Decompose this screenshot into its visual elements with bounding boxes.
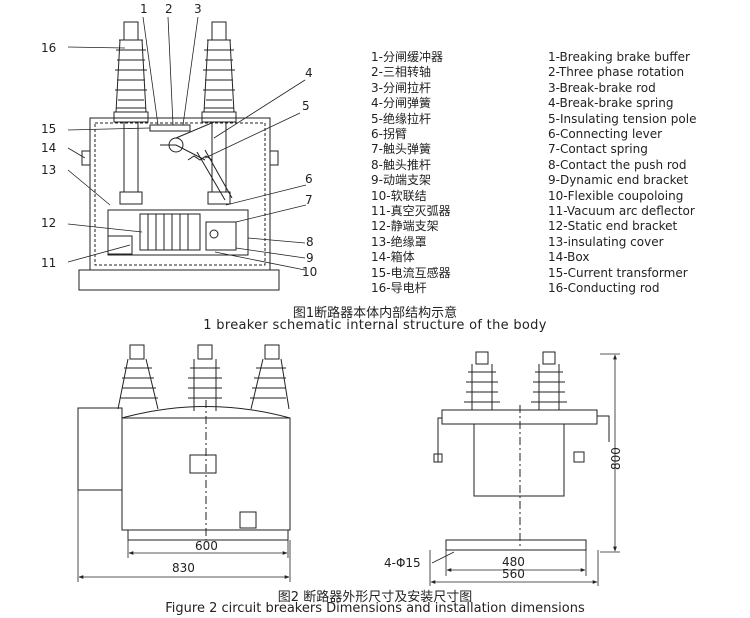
side-bushings xyxy=(464,351,567,410)
callout-5: 5 xyxy=(302,99,310,113)
legend-en-item-4: 4-Break-brake spring xyxy=(548,96,674,111)
callout-9: 9 xyxy=(306,251,314,265)
figure2-caption-cn: 图2 断路器外形尺寸及安装尺寸图 xyxy=(277,590,473,605)
front-body xyxy=(77,400,291,541)
legend-en-item-11: 11-Vacuum arc deflector xyxy=(548,204,695,219)
callout-13: 13 xyxy=(41,163,56,177)
callout-15: 15 xyxy=(41,122,56,136)
figure2-front-view xyxy=(77,344,291,582)
legend-en-item-3: 3-Break-brake rod xyxy=(548,80,656,95)
legend-cn-item-13: 13-绝缘罩 xyxy=(371,234,427,249)
figure2-side-view xyxy=(429,351,620,586)
callout-leaders xyxy=(67,16,307,271)
legend-en-item-8: 8-Contact the push rod xyxy=(548,157,687,172)
legend-en-item-1: 1-Breaking brake buffer xyxy=(548,50,690,64)
legend-cn-item-4: 4-分闸弹簧 xyxy=(371,96,431,111)
legend-en-item-10: 10-Flexible coupoloing xyxy=(548,188,684,203)
legend-en-item-14: 14-Box xyxy=(548,250,590,265)
legend-cn-item-12: 12-静端支架 xyxy=(371,219,439,234)
right-insulator xyxy=(201,21,237,205)
figure2-caption-en: Figure 2 circuit breakers Dimensions and… xyxy=(165,601,585,616)
side-dimensions xyxy=(429,353,620,586)
legend-cn-item-10: 10-软联结 xyxy=(371,188,427,203)
dimension-830: 830 xyxy=(172,561,195,575)
callout-4: 4 xyxy=(305,66,313,80)
legend-en-item-13: 13-insulating cover xyxy=(548,234,664,249)
left-insulator xyxy=(113,21,149,205)
legend-cn-item-9: 9-动端支架 xyxy=(371,173,431,188)
legend-en-item-9: 9-Dynamic end bracket xyxy=(548,173,689,188)
legend-en-item-5: 5-Insulating tension pole xyxy=(548,111,697,126)
legend-en-item-16: 16-Conducting rod xyxy=(548,281,660,296)
figure1-caption-cn: 图1断路器本体内部结构示意 xyxy=(292,306,458,321)
mechanism-top xyxy=(149,121,233,201)
callout-1: 1 xyxy=(140,2,148,16)
legend-cn-item-2: 2-三相转轴 xyxy=(371,65,431,80)
vacuum-interrupter xyxy=(107,209,249,256)
side-body xyxy=(433,405,610,551)
legend-en-item-7: 7-Contact spring xyxy=(548,142,648,157)
callout-10: 10 xyxy=(302,265,317,279)
dimension-600: 600 xyxy=(195,539,218,553)
dimension-800: 800 xyxy=(609,447,623,470)
callout-6: 6 xyxy=(305,172,313,186)
callout-14: 14 xyxy=(41,141,56,155)
legend-english: 1-Breaking brake buffer 2-Three phase ro… xyxy=(548,50,696,297)
callout-16: 16 xyxy=(41,41,56,55)
callout-8: 8 xyxy=(306,235,314,249)
legend-cn-item-6: 6-拐臂 xyxy=(371,127,407,142)
legend-chinese: 1-分闸缓冲器 2-三相转轴 3-分闸拉杆 4-分闸弹簧 5-绝缘拉杆 6-拐臂… xyxy=(371,50,451,297)
mounting-hole-label: 4-Φ15 xyxy=(384,556,421,570)
legend-en-item-15: 15-Current transformer xyxy=(548,265,688,280)
figure1-caption-en: 1 breaker schematic internal structure o… xyxy=(203,318,547,333)
legend-cn-item-3: 3-分闸拉杆 xyxy=(371,80,431,95)
callout-2: 2 xyxy=(165,2,173,16)
callout-3: 3 xyxy=(194,2,202,16)
legend-cn-item-1: 1-分闸缓冲器 xyxy=(371,50,443,64)
dimension-480: 480 xyxy=(502,555,525,569)
legend-cn-item-7: 7-触头弹簧 xyxy=(371,142,431,157)
legend-cn-item-8: 8-触头推杆 xyxy=(371,157,431,172)
legend-en-item-12: 12-Static end bracket xyxy=(548,219,678,234)
callout-7: 7 xyxy=(305,193,313,207)
front-dimensions xyxy=(77,490,291,582)
legend-en-item-6: 6-Connecting lever xyxy=(548,127,663,142)
dimension-560: 560 xyxy=(502,567,525,581)
legend-en-item-2: 2-Three phase rotation xyxy=(548,65,685,80)
legend-cn-item-15: 15-电流互感器 xyxy=(371,265,451,280)
legend-cn-item-16: 16-导电杆 xyxy=(371,281,427,296)
callout-numbers: 1 2 3 4 5 6 7 8 9 10 11 12 13 14 15 16 xyxy=(41,2,317,279)
callout-11: 11 xyxy=(41,256,56,270)
legend-cn-item-14: 14-箱体 xyxy=(371,250,415,265)
front-bushings xyxy=(117,344,290,411)
legend-cn-item-11: 11-真空灭弧器 xyxy=(371,204,451,219)
legend-cn-item-5: 5-绝缘拉杆 xyxy=(371,111,431,126)
figure1-internal-structure xyxy=(67,16,307,291)
callout-12: 12 xyxy=(41,216,56,230)
